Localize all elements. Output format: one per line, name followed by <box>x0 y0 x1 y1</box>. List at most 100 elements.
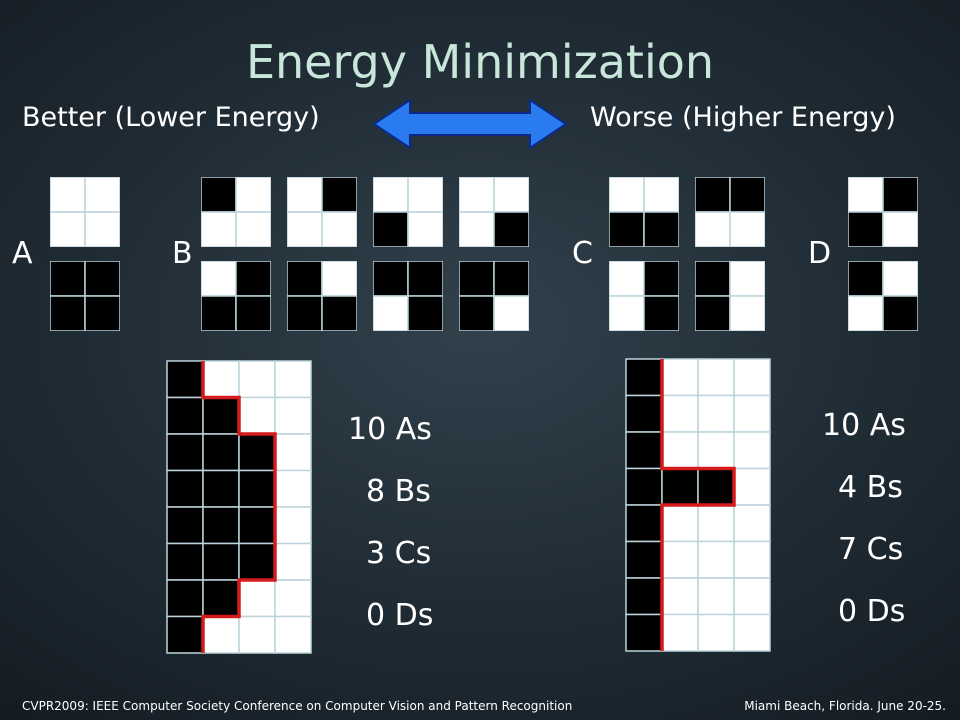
black-cell <box>238 469 276 508</box>
category-label-c: C <box>572 236 593 271</box>
black-cell <box>459 261 495 297</box>
pattern-c-2 <box>695 177 765 247</box>
white-cell <box>733 540 771 579</box>
black-cell <box>695 295 731 331</box>
count-a: 10 As <box>348 412 432 447</box>
count-a: 10 As <box>822 408 906 443</box>
pattern-b-1 <box>201 177 271 247</box>
white-cell <box>459 177 495 213</box>
white-cell <box>50 211 86 247</box>
white-cell <box>493 177 529 213</box>
white-cell <box>407 177 443 213</box>
worse-higher-energy-label: Worse (Higher Energy) <box>590 102 896 133</box>
pattern-d-1 <box>848 177 918 247</box>
black-cell <box>697 467 735 506</box>
black-cell <box>407 261 443 297</box>
white-cell <box>50 177 86 213</box>
example-grid-lower-energy <box>166 360 312 654</box>
white-cell <box>238 579 276 618</box>
count-b: 8 Bs <box>366 474 431 509</box>
black-cell <box>661 467 699 506</box>
white-cell <box>882 261 918 297</box>
white-cell <box>733 577 771 616</box>
white-cell <box>697 577 735 616</box>
pattern-a-2 <box>50 261 120 331</box>
black-cell <box>625 540 663 579</box>
black-cell <box>166 433 204 472</box>
category-label-b: B <box>172 236 193 271</box>
pattern-b-8 <box>459 261 529 331</box>
white-cell <box>697 613 735 652</box>
pattern-c-1 <box>609 177 679 247</box>
black-cell <box>625 394 663 433</box>
white-cell <box>695 211 731 247</box>
white-cell <box>493 295 529 331</box>
white-cell <box>661 540 699 579</box>
black-cell <box>50 261 86 297</box>
pattern-a-1 <box>50 177 120 247</box>
black-cell <box>373 211 409 247</box>
black-cell <box>625 358 663 397</box>
pattern-c-3 <box>609 261 679 331</box>
black-cell <box>202 542 240 581</box>
pattern-b-2 <box>287 177 357 247</box>
white-cell <box>729 295 765 331</box>
black-cell <box>201 295 237 331</box>
footer-conference: CVPR2009: IEEE Computer Society Conferen… <box>22 699 573 713</box>
black-cell <box>493 261 529 297</box>
black-cell <box>643 295 679 331</box>
white-cell <box>274 542 312 581</box>
black-cell <box>201 177 237 213</box>
count-b: 4 Bs <box>838 470 903 505</box>
white-cell <box>84 211 120 247</box>
better-lower-energy-label: Better (Lower Energy) <box>22 102 320 133</box>
white-cell <box>202 360 240 399</box>
white-cell <box>373 177 409 213</box>
white-cell <box>643 177 679 213</box>
black-cell <box>493 211 529 247</box>
segmentation-boundary <box>660 359 736 651</box>
black-cell <box>643 261 679 297</box>
pattern-b-4 <box>459 177 529 247</box>
black-cell <box>321 177 357 213</box>
count-c: 3 Cs <box>366 536 432 571</box>
count-d: 0 Ds <box>366 598 434 633</box>
count-d: 0 Ds <box>838 594 906 629</box>
black-cell <box>882 295 918 331</box>
white-cell <box>407 211 443 247</box>
segmentation-boundary <box>201 361 277 653</box>
black-cell <box>202 433 240 472</box>
white-cell <box>609 261 645 297</box>
white-cell <box>235 177 271 213</box>
black-cell <box>238 542 276 581</box>
white-cell <box>201 211 237 247</box>
black-cell <box>166 506 204 545</box>
black-cell <box>84 295 120 331</box>
white-cell <box>287 211 323 247</box>
slide-title: Energy Minimization <box>245 35 715 89</box>
white-cell <box>882 211 918 247</box>
white-cell <box>373 295 409 331</box>
black-cell <box>238 506 276 545</box>
black-cell <box>166 579 204 618</box>
black-cell <box>609 211 645 247</box>
pattern-c-4 <box>695 261 765 331</box>
black-cell <box>643 211 679 247</box>
white-cell <box>274 506 312 545</box>
black-cell <box>407 295 443 331</box>
black-cell <box>166 469 204 508</box>
black-cell <box>321 295 357 331</box>
white-cell <box>697 358 735 397</box>
white-cell <box>274 469 312 508</box>
pattern-b-3 <box>373 177 443 247</box>
white-cell <box>274 615 312 654</box>
white-cell <box>321 261 357 297</box>
white-cell <box>274 396 312 435</box>
white-cell <box>459 211 495 247</box>
white-cell <box>84 177 120 213</box>
white-cell <box>733 431 771 470</box>
white-cell <box>733 613 771 652</box>
black-cell <box>235 295 271 331</box>
white-cell <box>697 431 735 470</box>
white-cell <box>661 504 699 543</box>
